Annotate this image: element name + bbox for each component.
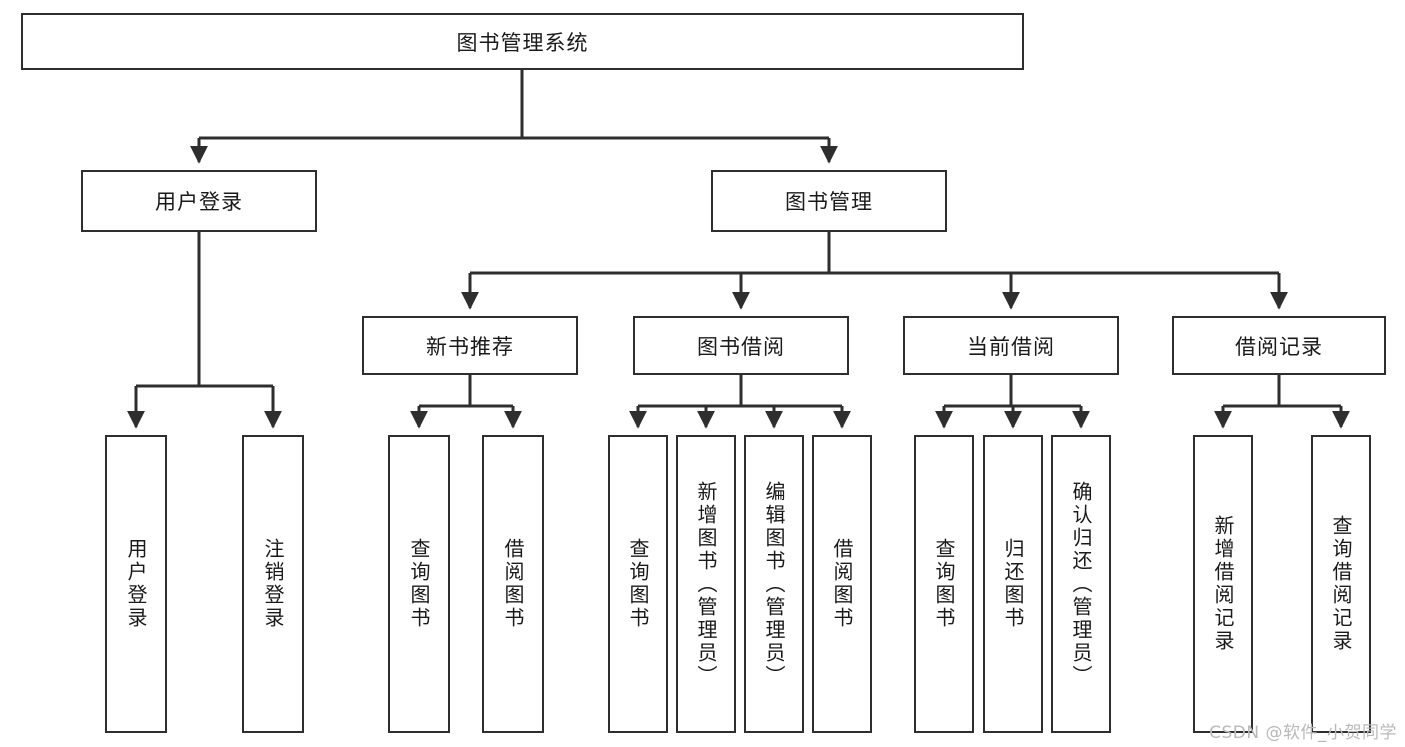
node-leaf-query-book-3-label: 查询图书	[932, 538, 956, 630]
node-leaf-add-book[interactable]: 新增图书（管理员）	[676, 435, 736, 733]
node-leaf-query-book-2-label: 查询图书	[626, 538, 650, 630]
node-root[interactable]: 图书管理系统	[21, 13, 1024, 70]
node-leaf-query-record[interactable]: 查询借阅记录	[1311, 435, 1371, 733]
node-current-borrow-label: 当前借阅	[967, 334, 1055, 359]
node-leaf-add-book-label: 新增图书（管理员）	[694, 480, 718, 688]
node-leaf-return-book-label: 归还图书	[1001, 538, 1025, 630]
node-leaf-user-login[interactable]: 用户登录	[105, 435, 167, 733]
node-leaf-confirm-return-label: 确认归还（管理员）	[1069, 480, 1093, 688]
node-book-manage[interactable]: 图书管理	[711, 170, 947, 232]
node-borrow-record[interactable]: 借阅记录	[1172, 316, 1386, 375]
node-leaf-edit-book[interactable]: 编辑图书（管理员）	[744, 435, 804, 733]
node-leaf-logout-label: 注销登录	[261, 538, 285, 630]
node-leaf-borrow-book-2[interactable]: 借阅图书	[812, 435, 872, 733]
node-leaf-logout[interactable]: 注销登录	[242, 435, 304, 733]
node-book-borrow[interactable]: 图书借阅	[633, 316, 849, 375]
csdn-watermark: CSDN @软件_小贺同学	[1209, 723, 1397, 743]
node-leaf-borrow-book-2-label: 借阅图书	[830, 538, 854, 630]
node-user-login[interactable]: 用户登录	[81, 170, 317, 232]
node-leaf-add-record[interactable]: 新增借阅记录	[1193, 435, 1253, 733]
node-leaf-query-book-2[interactable]: 查询图书	[608, 435, 668, 733]
node-leaf-user-login-label: 用户登录	[124, 538, 148, 630]
node-new-book-rec[interactable]: 新书推荐	[362, 316, 578, 375]
node-user-login-label: 用户登录	[155, 190, 243, 214]
node-root-label: 图书管理系统	[456, 30, 589, 55]
node-leaf-borrow-book-1-label: 借阅图书	[501, 538, 525, 630]
node-book-manage-label: 图书管理	[785, 190, 873, 214]
node-leaf-query-book-1-label: 查询图书	[407, 538, 431, 630]
node-leaf-query-book-1[interactable]: 查询图书	[388, 435, 450, 733]
node-leaf-query-record-label: 查询借阅记录	[1329, 515, 1353, 653]
node-leaf-add-record-label: 新增借阅记录	[1211, 515, 1235, 653]
node-new-book-rec-label: 新书推荐	[426, 334, 514, 359]
node-book-borrow-label: 图书借阅	[697, 334, 785, 359]
node-leaf-confirm-return[interactable]: 确认归还（管理员）	[1051, 435, 1111, 733]
node-leaf-query-book-3[interactable]: 查询图书	[914, 435, 974, 733]
node-leaf-return-book[interactable]: 归还图书	[983, 435, 1043, 733]
node-current-borrow[interactable]: 当前借阅	[903, 316, 1119, 375]
node-leaf-edit-book-label: 编辑图书（管理员）	[762, 480, 786, 688]
node-leaf-borrow-book-1[interactable]: 借阅图书	[482, 435, 544, 733]
node-borrow-record-label: 借阅记录	[1235, 334, 1323, 359]
